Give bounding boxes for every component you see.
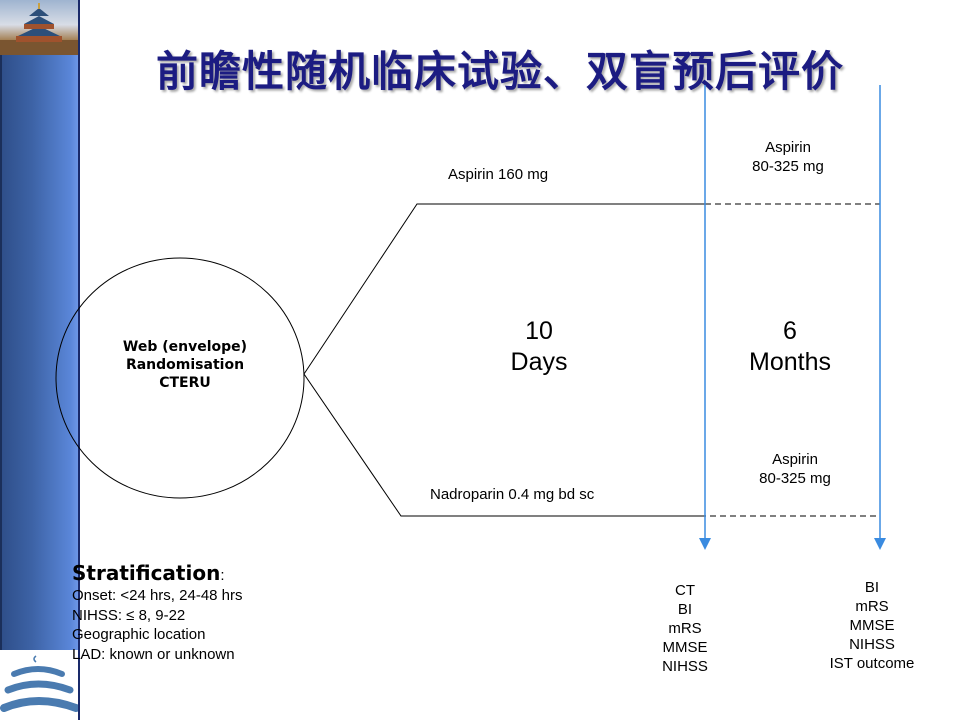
randomisation-line2: Randomisation: [125, 357, 245, 373]
assessment-item: MMSE: [849, 617, 895, 634]
randomisation-circle: [55, 257, 305, 499]
stratification-item: Geographic location: [72, 626, 206, 643]
randomisation-line3: CTERU: [159, 375, 211, 391]
temple-of-heaven-image: [0, 0, 78, 55]
phase-10-unit: Days: [510, 348, 568, 376]
stratification-item: Onset: <24 hrs, 24-48 hrs: [72, 587, 243, 604]
phase-6-unit: Months: [749, 348, 831, 376]
phase-10-days: 10 Days: [489, 316, 589, 378]
top-arm-line: [303, 203, 705, 375]
assessment-item: NIHSS: [662, 658, 708, 675]
top-followup-drug: Aspirin: [765, 139, 811, 156]
sidebar-band: [0, 55, 78, 650]
divider-line: [78, 0, 80, 720]
assessment-item: BI: [864, 579, 880, 596]
slide-title: 前瞻性随机临床试验、双盲预后评价: [155, 47, 844, 96]
top-followup-dose: 80-325 mg: [752, 158, 824, 175]
assessment-item: IST outcome: [829, 655, 915, 672]
randomisation-label: Web (envelope) Randomisation CTERU: [95, 338, 275, 392]
bottom-followup-drug: Aspirin: [772, 451, 818, 468]
temple-icon: [0, 3, 78, 55]
top-arm-label: Aspirin 160 mg: [448, 166, 549, 183]
stratification-item: LAD: known or unknown: [72, 645, 235, 663]
bottom-arm-label: Nadroparin 0.4 mg bd sc: [430, 486, 595, 503]
stratification-block: Stratification: Onset: <24 hrs, 24-48 hr…: [72, 560, 243, 664]
phase-6-months: 6 Months: [730, 316, 850, 378]
assessments-6-months: BI mRS MMSE NIHSS IST outcome: [812, 578, 932, 673]
assessment-item: MMSE: [662, 639, 708, 656]
assessment-item: BI: [677, 601, 693, 618]
assessments-10-days: CT BI mRS MMSE NIHSS: [645, 581, 725, 676]
logo-icon: [0, 655, 78, 712]
randomisation-line1: Web (envelope): [122, 339, 248, 355]
assessment-item: mRS: [668, 620, 702, 637]
stratification-item: NIHSS: ≤ 8, 9-22: [72, 606, 186, 624]
phase-10-number: 10: [525, 317, 553, 345]
phase-6-number: 6: [783, 317, 797, 345]
top-followup-label: Aspirin 80-325 mg: [738, 138, 838, 176]
stratification-heading: Stratification: [72, 561, 221, 585]
assessment-item: mRS: [855, 598, 889, 615]
bottom-followup-label: Aspirin 80-325 mg: [745, 450, 845, 488]
assessment-item: CT: [675, 582, 695, 599]
bottom-followup-dose: 80-325 mg: [759, 470, 831, 487]
stratification-colon: :: [220, 567, 225, 584]
bottom-arm-line: [303, 373, 700, 517]
assessment-item: NIHSS: [849, 636, 895, 653]
